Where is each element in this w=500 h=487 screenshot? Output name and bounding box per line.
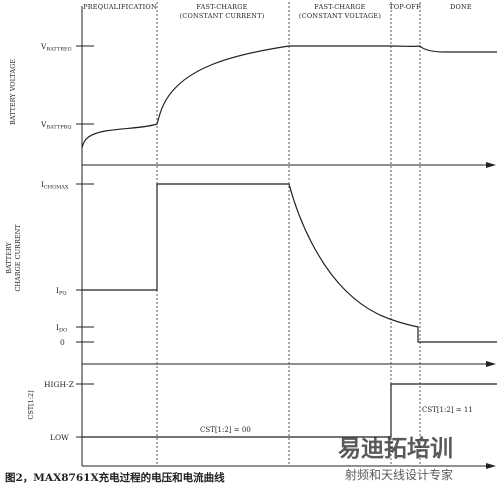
phase-label-cv-line1: FAST-CHARGE — [314, 3, 365, 11]
phase-label-done: DONE — [450, 3, 472, 11]
high-z-label: HIGH-Z — [44, 380, 74, 389]
cst-annotation-11: CST[1:2] = 11 — [422, 406, 473, 414]
current-axis-label-line2: CHARGE CURRENT — [14, 224, 22, 292]
time-axis-status-arrow — [486, 463, 496, 469]
cst-annotation-00: CST[1:2] = 00 — [200, 426, 251, 434]
watermark-title: 易迪拓培训 — [338, 435, 453, 462]
low-label: LOW — [50, 433, 69, 442]
zero-current-label: 0 — [60, 338, 65, 347]
vbattreg-label: VBATTREG — [40, 42, 72, 53]
phase-label-prequalification: PREQUALIFICATION — [83, 3, 157, 11]
phase-label-cv-line2: (CONSTANT VOLTAGE) — [299, 12, 381, 20]
cst-status-curve — [82, 383, 497, 438]
current-axis-label-line1: BATTERY — [5, 241, 13, 273]
status-axis-label: CST[1:2] — [27, 390, 35, 419]
phase-label-cc-line1: FAST-CHARGE — [196, 3, 247, 11]
charge-current-curve — [82, 183, 497, 343]
ido-label: IDO — [56, 323, 67, 334]
time-axis-current-arrow — [486, 361, 496, 367]
battery-voltage-curve — [81, 45, 497, 149]
watermark-subtitle: 射频和天线设计专家 — [345, 467, 453, 482]
figure-caption: 图2，MAX8761X充电过程的电压和电流曲线 — [5, 471, 225, 484]
phase-label-cc-line2: (CONSTANT CURRENT) — [180, 12, 265, 20]
ipq-label: IPQ — [56, 286, 66, 297]
time-axis-voltage-arrow — [486, 162, 496, 168]
ichgmax-label: ICHGMAX — [41, 180, 69, 191]
phase-label-top-off: TOP-OFF — [389, 3, 421, 11]
vbattprq-label: VBATTPRQ — [40, 120, 71, 131]
voltage-axis-label: BATTERY VOLTAGE — [9, 59, 17, 125]
